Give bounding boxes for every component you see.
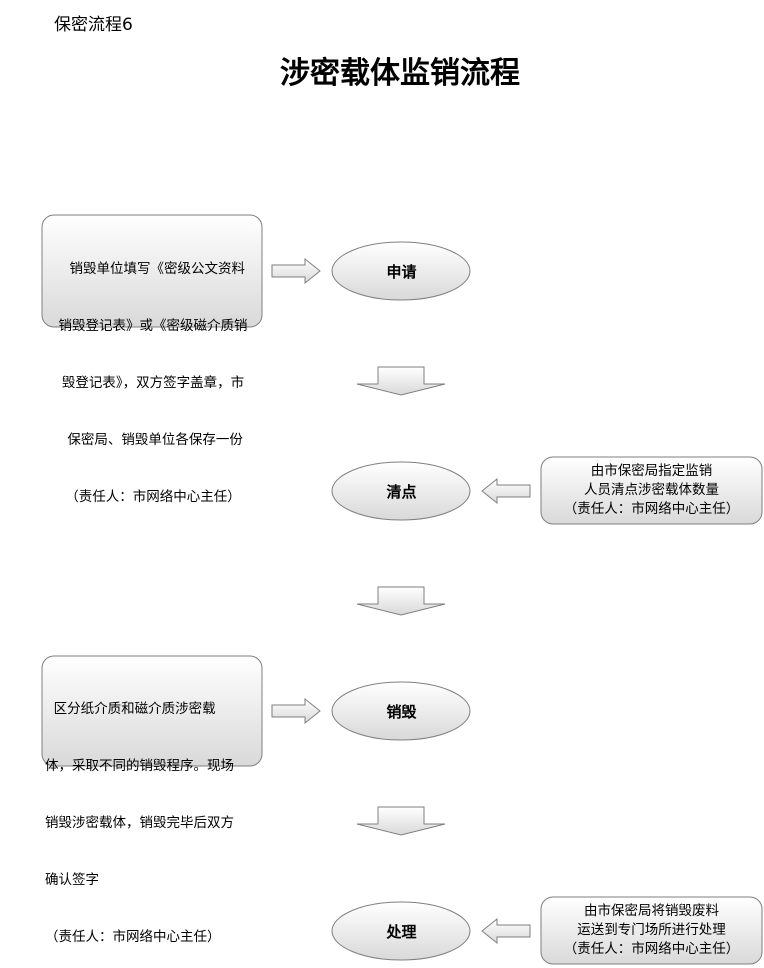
note-box-dispose — [540, 896, 763, 965]
down-arrow-icon — [356, 366, 446, 396]
note-line: 运送到专门场所进行处理 — [577, 922, 726, 938]
step-ellipse-dispose — [331, 901, 471, 961]
down-arrow-icon — [356, 806, 446, 836]
page-title: 涉密载体监销流程 — [280, 56, 520, 91]
left-arrow-icon — [481, 917, 531, 945]
note-line: （责任人：市网络中心主任） — [563, 501, 740, 517]
step-ellipse-destroy — [331, 681, 471, 741]
right-arrow-icon — [271, 697, 321, 725]
document-label: 保密流程6 — [54, 15, 133, 35]
note-line: （责任人：市网络中心主任） — [563, 941, 740, 957]
step-ellipse-count — [331, 461, 471, 521]
note-box-count — [540, 456, 763, 525]
note-line: 销毁登记表》或《密级磁介质销 — [58, 318, 248, 334]
note-line: 由市保密局将销毁废料 — [584, 903, 719, 919]
down-arrow-icon — [356, 586, 446, 616]
note-line: 毁登记表》，双方签字盖章，市 — [61, 375, 245, 391]
step-label-destroy: 销毁 — [386, 703, 417, 721]
step-ellipse-apply — [331, 241, 471, 301]
note-destroy: 区分纸介质和磁介质涉密载 体，采取不同的销毁程序。现场 销毁涉密载体，销毁完毕后… — [45, 662, 261, 968]
note-line: （责任人：市网络中心主任） — [65, 489, 241, 505]
note-line: 体，采取不同的销毁程序。现场 — [45, 758, 234, 774]
note-line: 保密局、销毁单位各保存一份 — [63, 432, 243, 448]
note-line: （责任人：市网络中心主任） — [45, 929, 221, 945]
note-count: 由市保密局指定监销 人员清点涉密载体数量 （责任人：市网络中心主任） — [541, 462, 762, 519]
note-line: 区分纸介质和磁介质涉密载 — [45, 701, 216, 717]
step-label-dispose: 处理 — [386, 923, 417, 941]
note-box-destroy — [41, 655, 263, 767]
step-label-apply: 申请 — [386, 263, 417, 281]
right-arrow-icon — [271, 257, 321, 285]
note-box-apply — [41, 214, 263, 328]
note-line: 确认签字 — [45, 872, 99, 888]
note-line: 销毁涉密载体，销毁完毕后双方 — [45, 815, 234, 831]
note-line: 由市保密局指定监销 — [590, 463, 713, 479]
left-arrow-icon — [481, 477, 531, 505]
note-line: 人员清点涉密载体数量 — [584, 482, 719, 498]
step-label-count: 清点 — [386, 483, 417, 501]
note-dispose: 由市保密局将销毁废料 运送到专门场所进行处理 （责任人：市网络中心主任） — [541, 902, 762, 959]
note-line: 销毁单位填写《密级公文资料 — [60, 261, 246, 277]
note-apply: 销毁单位填写《密级公文资料 销毁登记表》或《密级磁介质销 毁登记表》，双方签字盖… — [45, 222, 261, 545]
